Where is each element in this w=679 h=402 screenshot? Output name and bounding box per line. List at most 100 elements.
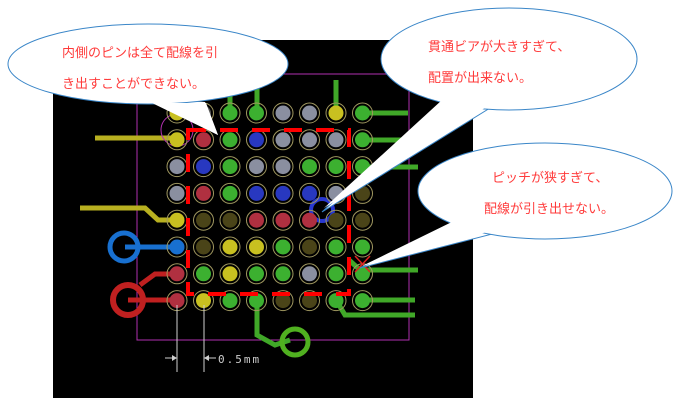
ball-ring: [193, 263, 214, 285]
ball-ring: [272, 290, 294, 312]
bga-ball: [222, 293, 238, 309]
ball-ring: [193, 182, 214, 204]
bga-ball: [328, 212, 344, 228]
ball-ring: [272, 209, 294, 231]
ball-ring: [352, 236, 373, 258]
callout-1-line-1: 内側のピンは全て配線を引: [62, 45, 218, 61]
ball-ring: [352, 290, 373, 312]
bga-ball: [222, 185, 238, 201]
ball-ring: [272, 156, 294, 178]
bga-ball: [222, 212, 238, 228]
via: [110, 282, 146, 318]
bga-ball: [355, 132, 370, 148]
bga-ball: [275, 105, 291, 121]
ball-ring: [272, 263, 294, 285]
ball-ring: [193, 209, 214, 231]
callout-3: ピッチが狭すぎて、 配線が引き出せない。: [359, 142, 673, 269]
bga-ball: [275, 266, 291, 282]
bga-ball: [222, 239, 238, 255]
ball-ring: [219, 156, 241, 178]
bga-ball: [355, 293, 370, 309]
ball-ring: [246, 182, 267, 204]
bga-ball: [249, 266, 264, 282]
bga-ball: [196, 266, 211, 282]
bga-ball: [275, 239, 291, 255]
bga-ball: [275, 293, 291, 309]
bga-ball: [328, 266, 344, 282]
ball-ring: [272, 129, 294, 151]
bga-ball: [302, 293, 317, 309]
bga-ball: [249, 105, 264, 121]
bga-ball: [196, 293, 211, 309]
via: [107, 230, 141, 264]
callout-3-line-2: 配線が引き出せない。: [484, 201, 614, 217]
bga-ball: [222, 266, 238, 282]
bga-ball: [302, 132, 317, 148]
ball-ring: [219, 182, 241, 204]
ball-ring: [299, 209, 320, 231]
dimension-label: 0.5mm: [218, 353, 261, 366]
callout-2-line-1: 貫通ビアが大きすぎて、: [428, 40, 570, 55]
ball-ring: [325, 209, 347, 231]
bga-ball: [302, 266, 317, 282]
ball-ring: [246, 102, 267, 124]
ball-ring: [299, 156, 320, 178]
bga-ball: [355, 105, 370, 121]
bga-ball: [328, 293, 344, 309]
bga-ball: [355, 212, 370, 228]
ball-ring: [352, 129, 373, 151]
ball-ring: [219, 236, 241, 258]
ball-ring: [246, 209, 267, 231]
bga-ball: [196, 185, 211, 201]
bga-ball: [169, 159, 185, 175]
bga-ball: [275, 132, 291, 148]
x-mark: [354, 255, 371, 273]
bga-ball: [222, 132, 238, 148]
bga-ball: [249, 293, 264, 309]
ball-ring: [352, 209, 373, 231]
ball-ring: [299, 182, 320, 204]
bga-ball: [196, 239, 211, 255]
ball-ring: [299, 102, 320, 124]
bga-ball: [196, 212, 211, 228]
bga-ball: [355, 239, 370, 255]
bga-ball: [249, 212, 264, 228]
bga-ball: [196, 132, 211, 148]
ball-ring: [299, 263, 320, 285]
ball-ring: [193, 156, 214, 178]
bga-ball: [275, 212, 291, 228]
ball-ring: [166, 236, 188, 258]
ball-ring: [246, 263, 267, 285]
ball-ring: [219, 290, 241, 312]
ball-ring: [325, 156, 347, 178]
bga-ball: [302, 212, 317, 228]
ball-ring: [272, 236, 294, 258]
via: [279, 326, 311, 358]
bga-ball: [169, 239, 185, 255]
bga-ball: [169, 293, 185, 309]
callout-2: 貫通ビアが大きすぎて、 配置が出来ない。: [321, 7, 638, 213]
ball-ring: [219, 102, 241, 124]
bga-ball: [169, 212, 185, 228]
ball-ring: [325, 129, 347, 151]
ball-ring: [325, 263, 347, 285]
bga-ball: [196, 159, 211, 175]
ball-ring: [299, 129, 320, 151]
bga-ball: [249, 132, 264, 148]
bga-ball: [222, 159, 238, 175]
bga-ball: [275, 185, 291, 201]
ball-ring: [246, 236, 267, 258]
bga-ball: [169, 266, 185, 282]
bga-ball: [355, 266, 370, 282]
ball-ring: [352, 102, 373, 124]
bga-ball: [302, 159, 317, 175]
ball-ring: [166, 263, 188, 285]
callout-2-line-2: 配置が出来ない。: [428, 71, 532, 86]
ball-ring: [299, 290, 320, 312]
bga-ball: [169, 132, 185, 148]
ball-ring: [325, 236, 347, 258]
dimension: 0.5mm: [165, 305, 261, 372]
bga-ball: [302, 239, 317, 255]
ball-ring: [246, 290, 267, 312]
